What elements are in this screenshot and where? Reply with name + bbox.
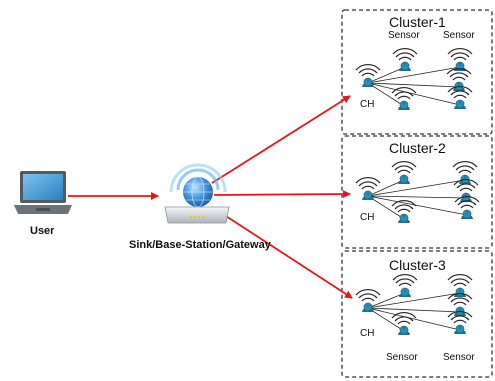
cluster-3-sensor-label-right: Sensor (443, 352, 475, 363)
gateway-label: Sink/Base-Station/Gateway (129, 239, 271, 251)
cluster-3-ch-label: CH (360, 328, 375, 339)
cluster-1-sensor-label-right: Sensor (443, 30, 475, 41)
cluster-1-links (367, 66, 461, 107)
sensor-node (391, 311, 417, 336)
cluster-3-links (367, 292, 461, 332)
cluster-2-links (367, 179, 468, 220)
router-globe-icon (164, 163, 230, 224)
sensor-node (391, 199, 417, 224)
sensor-node (391, 160, 417, 185)
cluster-2-head-node (355, 176, 381, 201)
cluster-2-box (341, 135, 493, 249)
user-label: User (30, 225, 55, 237)
cluster-1-sensor-label-left: Sensor (388, 30, 420, 41)
cluster-2-ch-label: CH (360, 212, 375, 223)
cluster-2 (355, 160, 480, 224)
sensor-node (392, 273, 418, 298)
cluster-1-title: Cluster-1 (389, 14, 446, 30)
cluster-3-title: Cluster-3 (389, 257, 446, 273)
cluster-2-title: Cluster-2 (389, 140, 446, 156)
sensor-node (392, 47, 418, 72)
sensor-node (452, 160, 478, 185)
link-gateway-cluster-1 (211, 95, 351, 184)
laptop-icon (14, 171, 72, 214)
cluster-1-ch-label: CH (360, 99, 375, 110)
cluster-3-sensor-label-left: Sensor (386, 352, 418, 363)
sensor-node (391, 86, 417, 111)
link-gateway-cluster-2 (213, 190, 351, 199)
cluster-3-box (341, 250, 493, 378)
link-gateway-cluster-3 (211, 206, 353, 299)
cluster-1 (355, 47, 473, 111)
cluster-1-box (341, 9, 493, 135)
sensor-node (447, 47, 473, 72)
sensor-node (446, 67, 472, 92)
cluster-3 (355, 273, 473, 336)
